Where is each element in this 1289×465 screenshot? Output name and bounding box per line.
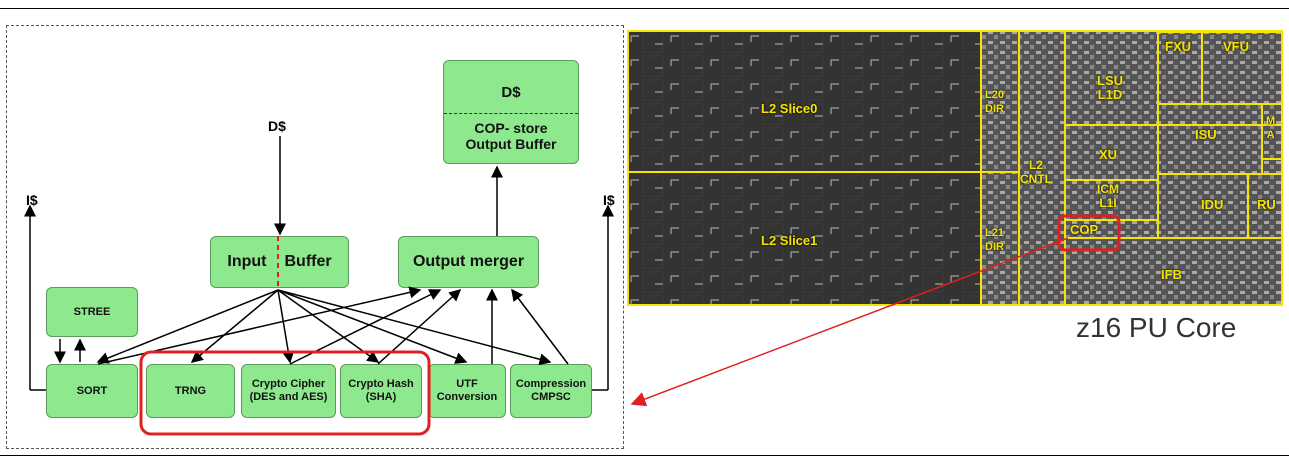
ru-label: RU (1257, 197, 1276, 212)
die-layout (627, 30, 1283, 306)
input-buffer-box: Input Buffer (210, 236, 349, 288)
die-caption: z16 PU Core (1076, 312, 1237, 343)
icm-label: ICM L1I (1097, 182, 1119, 210)
vfu-label: VFU (1223, 39, 1249, 54)
sort-label: SORT (76, 384, 108, 397)
icache-right-label: I$ (603, 192, 615, 208)
cop-highlight (1057, 214, 1121, 252)
output-merger-label: Output merger (412, 253, 525, 270)
bottom-rule (0, 455, 1289, 456)
crypto-hash-label: Crypto Hash (SHA) (348, 378, 414, 403)
cop-label: COP (1070, 222, 1099, 237)
stree-label: STREE (73, 305, 111, 318)
xu-label: XU (1099, 147, 1118, 162)
l20-dir-label: L20 DIR (985, 89, 1004, 115)
box-divider (444, 112, 578, 114)
l2-slice1-label: L2 Slice1 (761, 233, 818, 248)
top-rule (0, 8, 1289, 9)
cop-store-label: COP- store Output Buffer (465, 119, 557, 152)
ma-label: M A (1266, 115, 1276, 141)
dcache-label: D$ (268, 118, 286, 134)
buffer-label: Buffer (284, 253, 332, 270)
trng-box: TRNG (146, 364, 235, 418)
trng-label: TRNG (174, 384, 207, 397)
icache-left-label: I$ (26, 192, 38, 208)
ifb-label: IFB (1161, 267, 1182, 282)
l21-dir-label: L21 DIR (985, 227, 1004, 253)
l2-cntl-label: L2 CNTL (1020, 158, 1052, 186)
crypto-hash-box: Crypto Hash (SHA) (340, 364, 422, 418)
utf-conversion-label: UTF Conversion (436, 378, 498, 403)
lsu-label: LSU L1D (1097, 73, 1123, 102)
compression-box: Compression CMPSC (510, 364, 592, 418)
sort-box: SORT (46, 364, 138, 418)
utf-conversion-box: UTF Conversion (428, 364, 506, 418)
crypto-cipher-box: Crypto Cipher (DES and AES) (241, 364, 336, 418)
z16-die-photo: L2 Slice0 L2 Slice1 L20 DIR L21 DIR L2 C… (627, 30, 1283, 306)
l2-slice0-label: L2 Slice0 (761, 101, 818, 116)
stree-box: STREE (46, 287, 138, 337)
crypto-highlight (139, 350, 431, 436)
crypto-cipher-label: Crypto Cipher (DES and AES) (249, 378, 328, 403)
idu-label: IDU (1201, 197, 1224, 212)
input-label: Input (227, 253, 267, 270)
zoom-frame (6, 25, 624, 449)
dcache-box-title: D$ (501, 83, 521, 101)
fxu-label: FXU (1165, 39, 1191, 54)
isu-label: ISU (1195, 127, 1217, 142)
compression-label: Compression CMPSC (515, 378, 587, 403)
dcache-cop-store-box: D$ COP- store Output Buffer (443, 60, 579, 164)
output-merger-box: Output merger (398, 236, 539, 288)
